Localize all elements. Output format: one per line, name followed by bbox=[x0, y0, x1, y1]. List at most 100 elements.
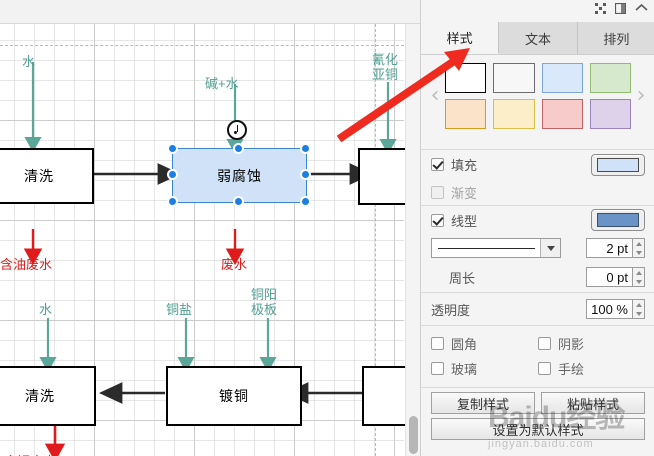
resize-handle-w[interactable] bbox=[167, 169, 178, 180]
gradient-checkbox[interactable] bbox=[431, 185, 444, 199]
default-style-button-row: 设置为默认样式 bbox=[421, 414, 654, 440]
shape-label: 弱腐蚀 bbox=[217, 167, 262, 184]
set-default-style-button[interactable]: 设置为默认样式 bbox=[431, 418, 645, 440]
canvas-label-oily-wastewater: 含油废水 bbox=[0, 257, 53, 272]
panel-titlebar bbox=[421, 0, 654, 22]
tab-style[interactable]: 样式 bbox=[421, 22, 500, 54]
shape-ruofushi-selected[interactable]: 弱腐蚀 bbox=[172, 148, 307, 203]
spin-up-icon[interactable] bbox=[633, 239, 644, 248]
spin-down-icon[interactable] bbox=[633, 309, 644, 318]
canvas-label-cuprous-cyanide: 氰化 亚铜 bbox=[372, 52, 399, 82]
restore-icon[interactable] bbox=[595, 3, 606, 14]
swatch-light-orange[interactable] bbox=[445, 99, 487, 129]
spin-down-icon[interactable] bbox=[633, 277, 644, 286]
opacity-input[interactable] bbox=[586, 299, 632, 319]
perimeter-input[interactable] bbox=[586, 267, 632, 287]
perimeter-spin-buttons[interactable] bbox=[632, 267, 645, 287]
spin-up-icon[interactable] bbox=[633, 268, 644, 277]
line-width-input[interactable] bbox=[586, 238, 632, 258]
shadow-checkbox[interactable] bbox=[538, 337, 551, 350]
resize-handle-se[interactable] bbox=[300, 196, 311, 207]
resize-handle-n[interactable] bbox=[233, 143, 244, 154]
shape-label: 清洗 bbox=[24, 168, 54, 184]
copy-style-button[interactable]: 复制样式 bbox=[431, 392, 535, 414]
tab-text[interactable]: 文本 bbox=[499, 22, 578, 54]
glass-checkbox-cell[interactable]: 玻璃 bbox=[431, 356, 538, 381]
shape-qingxi-bottom[interactable]: 清洗 bbox=[0, 366, 96, 426]
opacity-row: 透明度 bbox=[421, 293, 654, 325]
canvas-vertical-scrollbar[interactable] bbox=[405, 24, 420, 456]
scrollbar-thumb[interactable] bbox=[409, 416, 418, 454]
divider bbox=[421, 387, 654, 388]
line-width-stepper[interactable] bbox=[586, 238, 645, 258]
perimeter-stepper[interactable] bbox=[586, 267, 645, 287]
canvas-label-copper-wastewater: 含铜废水 bbox=[4, 454, 56, 456]
resize-handle-nw[interactable] bbox=[167, 143, 178, 154]
swatch-light-green[interactable] bbox=[589, 63, 631, 93]
fill-label: 填充 bbox=[451, 158, 478, 173]
collapse-up-icon[interactable] bbox=[635, 3, 648, 14]
canvas-label-copper-anode-plate: 铜阳 极板 bbox=[251, 287, 278, 317]
opacity-label: 透明度 bbox=[431, 302, 471, 318]
spin-up-icon[interactable] bbox=[633, 300, 644, 309]
line-style-row bbox=[421, 234, 654, 262]
shape-label: 清洗 bbox=[25, 388, 55, 404]
format-panel: 样式 文本 排列 ‹ › 填充 bbox=[420, 0, 654, 456]
canvas-label-alkali-water: 碱+水 bbox=[205, 76, 239, 91]
shape-dutong[interactable]: 镀铜 bbox=[166, 366, 302, 426]
shadow-label: 阴影 bbox=[558, 337, 585, 352]
line-row: 线型 bbox=[421, 206, 654, 234]
shape-qingxi-top[interactable]: 清洗 bbox=[0, 148, 94, 204]
fill-color-button[interactable] bbox=[591, 153, 645, 176]
opacity-spin-buttons[interactable] bbox=[632, 299, 645, 319]
sketch-checkbox[interactable] bbox=[538, 362, 551, 375]
page-break-horizontal bbox=[0, 45, 404, 46]
gradient-row: 渐变 bbox=[421, 179, 654, 205]
line-width-spin-buttons[interactable] bbox=[632, 238, 645, 258]
swatch-grid bbox=[445, 63, 631, 129]
line-style-dropdown[interactable] bbox=[431, 238, 561, 258]
paste-style-button[interactable]: 粘贴样式 bbox=[541, 392, 645, 414]
divider bbox=[421, 205, 654, 206]
rounded-checkbox[interactable] bbox=[431, 337, 444, 350]
page-break-vertical bbox=[375, 24, 376, 456]
line-color-button[interactable] bbox=[591, 209, 645, 231]
resize-handle-e[interactable] bbox=[300, 169, 311, 180]
chevron-down-icon[interactable] bbox=[540, 239, 560, 257]
diagram-canvas[interactable]: 水 碱+水 氰化 亚铜 含油废水 废水 水 铜盐 铜阳 极板 含铜废水 清洗 弱… bbox=[0, 24, 420, 456]
divider bbox=[421, 292, 654, 293]
fill-row: 填充 bbox=[421, 150, 654, 179]
perimeter-label: 周长 bbox=[449, 270, 476, 286]
line-checkbox[interactable] bbox=[431, 213, 444, 227]
shadow-checkbox-cell[interactable]: 阴影 bbox=[538, 331, 645, 356]
rotate-handle[interactable] bbox=[227, 120, 247, 140]
resize-handle-s[interactable] bbox=[233, 196, 244, 207]
panel-tabs: 样式 文本 排列 bbox=[421, 22, 654, 55]
swatch-prev-icon[interactable]: ‹ bbox=[430, 83, 440, 108]
line-label: 线型 bbox=[451, 213, 478, 229]
spin-down-icon[interactable] bbox=[633, 248, 644, 257]
sketch-checkbox-cell[interactable]: 手绘 bbox=[538, 356, 645, 381]
swatch-light-yellow[interactable] bbox=[493, 99, 535, 129]
tab-arrange[interactable]: 排列 bbox=[577, 22, 654, 54]
swatch-light-blue[interactable] bbox=[541, 63, 583, 93]
glass-checkbox[interactable] bbox=[431, 362, 444, 375]
panel-toggle-icon[interactable] bbox=[615, 3, 626, 14]
swatch-white[interactable] bbox=[445, 63, 487, 93]
opacity-stepper[interactable] bbox=[586, 299, 645, 319]
swatch-light-gray[interactable] bbox=[493, 63, 535, 93]
swatch-next-icon[interactable]: › bbox=[636, 83, 646, 108]
swatch-light-red[interactable] bbox=[541, 99, 583, 129]
swatch-light-purple[interactable] bbox=[589, 99, 631, 129]
fill-checkbox[interactable] bbox=[431, 158, 444, 171]
glass-label: 玻璃 bbox=[451, 362, 478, 377]
sketch-label: 手绘 bbox=[558, 362, 585, 377]
canvas-top-strip bbox=[0, 0, 420, 24]
canvas-label-wastewater: 废水 bbox=[221, 257, 248, 272]
rounded-checkbox-cell[interactable]: 圆角 bbox=[431, 331, 538, 356]
resize-handle-sw[interactable] bbox=[167, 196, 178, 207]
effects-row-1: 圆角 阴影 bbox=[421, 331, 654, 356]
style-swatch-block: ‹ › bbox=[421, 55, 654, 149]
resize-handle-ne[interactable] bbox=[300, 143, 311, 154]
